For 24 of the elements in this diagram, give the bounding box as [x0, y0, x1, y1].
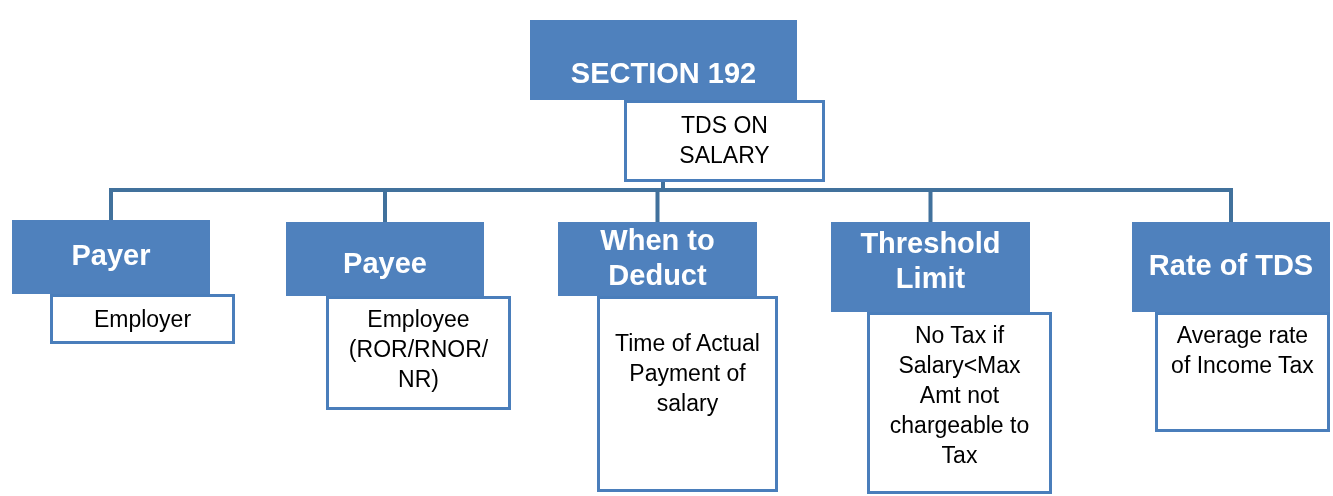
heading-text: Payee [342, 246, 428, 281]
content-text: No Tax if Salary<Max Amt not chargeable to Tax [888, 321, 1031, 470]
heading-text: Payer [70, 238, 152, 273]
content-box [597, 296, 778, 492]
heading-text: Threshold Limit [859, 226, 1002, 297]
content-text: Time of Actual Payment of salary [614, 329, 761, 418]
heading-box [1132, 222, 1330, 312]
heading-box [831, 222, 1030, 312]
heading-text: SECTION 192 [569, 56, 758, 91]
content-box [326, 296, 511, 410]
content-text: TDS ON SALARY [678, 111, 771, 170]
heading-text: When to Deduct [599, 223, 716, 294]
content-box [624, 100, 825, 182]
heading-text: Rate of TDS [1147, 248, 1315, 283]
heading-box [558, 222, 757, 296]
content-box [867, 312, 1052, 494]
heading-box [530, 20, 797, 100]
heading-box [286, 222, 484, 296]
content-box [1155, 312, 1330, 432]
content-text: Average rate of Income Tax [1170, 321, 1315, 380]
content-text: Employer [92, 305, 193, 334]
heading-box [12, 220, 210, 294]
content-box [50, 294, 235, 344]
content-text: Employee (ROR/RNOR/ NR) [347, 305, 490, 394]
